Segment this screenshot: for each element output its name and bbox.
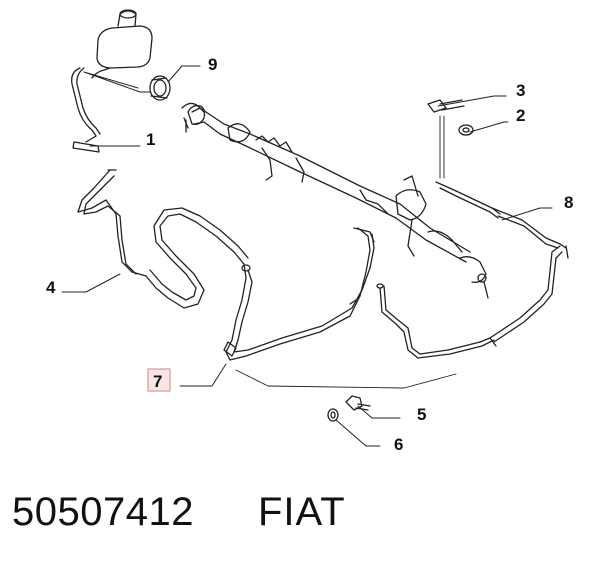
parts-diagram: 1 2 3 4 5 6 7 8 9 (46, 9, 573, 454)
fluid-reservoir (91, 9, 153, 79)
hose-part-7 (223, 227, 497, 361)
pressure-line-part-8 (435, 181, 569, 343)
reservoir-cap (149, 75, 171, 101)
left-tie-rod (181, 102, 205, 133)
return-hose-part-4 (77, 169, 249, 309)
bolt-part-3 (427, 99, 465, 113)
footer-caption: 50507412 FIAT (0, 482, 600, 552)
callout-8: 8 (564, 193, 573, 212)
callout-labels: 1 2 3 4 5 6 7 8 9 (46, 55, 573, 454)
guide-line-3 (439, 115, 445, 179)
steering-rack (183, 104, 489, 299)
part-number: 50507412 (12, 490, 194, 534)
callout-7: 7 (153, 372, 162, 391)
callout-1: 1 (146, 130, 155, 149)
callout-6: 6 (394, 435, 403, 454)
leader-lines (61, 65, 553, 447)
diagram-canvas: 1 2 3 4 5 6 7 8 9 (46, 9, 573, 454)
callout-3: 3 (516, 81, 525, 100)
washer-part-2 (458, 124, 474, 136)
seal-part-6 (327, 408, 339, 422)
callout-4: 4 (46, 278, 56, 297)
callout-7-highlight (147, 368, 171, 392)
reservoir-hose (71, 67, 101, 153)
callout-2: 2 (516, 106, 525, 125)
banjo-bolt-part-5 (345, 395, 371, 411)
brand-name: FIAT (258, 490, 346, 534)
callout-9: 9 (208, 55, 217, 74)
callout-5: 5 (417, 405, 426, 424)
guide-line-ground (235, 369, 457, 389)
